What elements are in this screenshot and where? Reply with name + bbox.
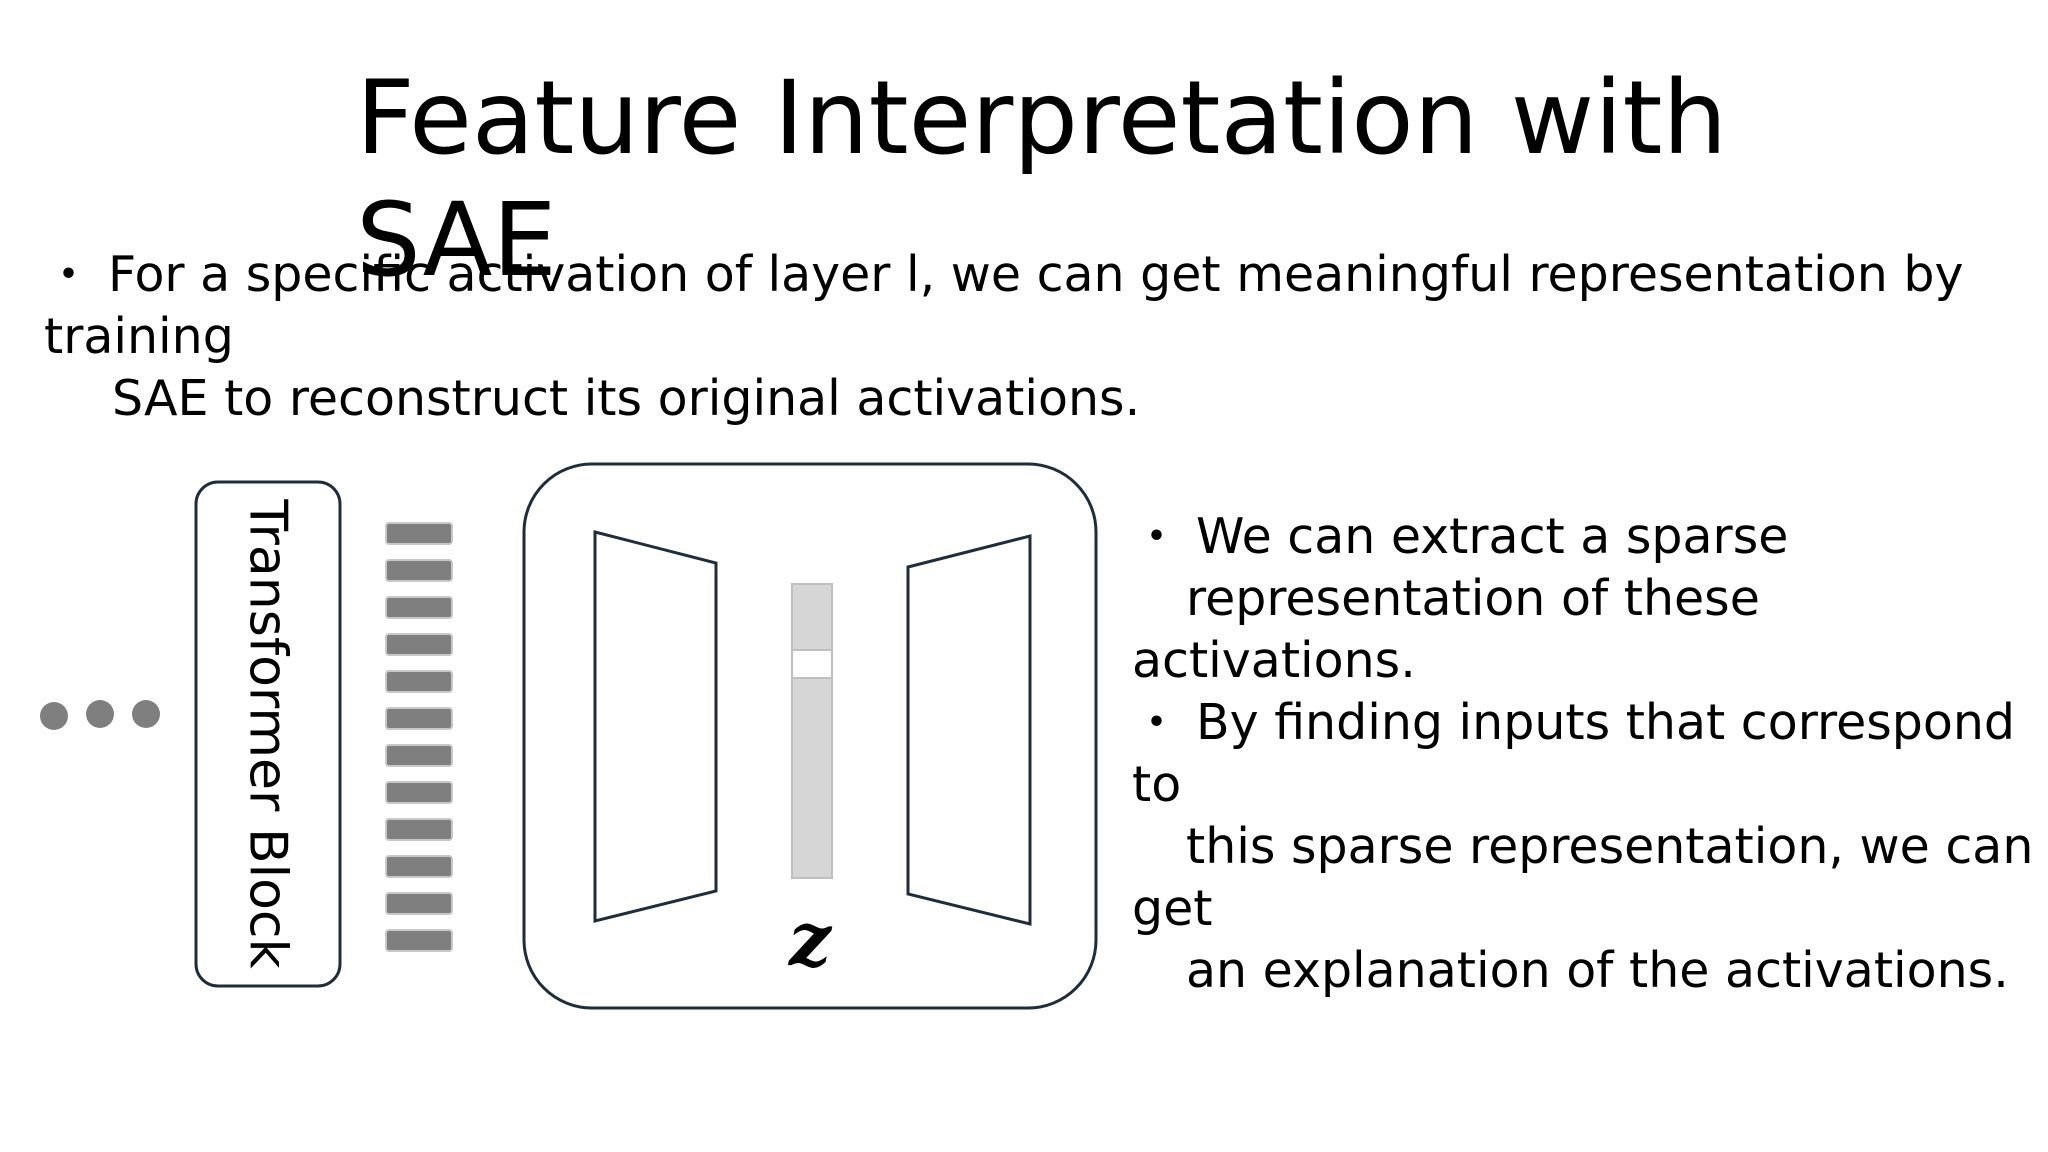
slide-title-line-1: Feature Interpretation with <box>356 59 1728 178</box>
activation-unit <box>385 892 453 915</box>
intro-line-1: ・For a specific activation of layer l, w… <box>44 244 1964 306</box>
latent-z-label: z <box>788 897 832 983</box>
bullet-marker: ・ <box>1132 508 1182 565</box>
ellipsis-dot <box>86 700 114 728</box>
activation-unit <box>385 781 453 804</box>
bullet-1-text-1: We can extract a sparse <box>1196 508 1789 565</box>
bullet-2-line-4: get <box>1132 880 1213 937</box>
intro-paragraph: ・For a specific activation of layer l, w… <box>44 244 1964 430</box>
transformer-block-text: Transformer Block <box>238 499 299 969</box>
slide-title: Feature Interpretation with SAE <box>356 58 1756 302</box>
activation-unit <box>385 633 453 656</box>
ellipsis-dots <box>40 700 160 730</box>
activation-unit <box>385 855 453 878</box>
bullet-1-line-3: activations. <box>1132 632 1416 689</box>
activation-unit <box>385 929 453 952</box>
sae-container <box>522 462 1098 1010</box>
latent-vector <box>791 583 833 879</box>
slide-title-line-2: SAE <box>356 181 557 300</box>
activation-unit <box>385 744 453 767</box>
latent-active-unit <box>791 649 833 679</box>
bullet-1-line-1: ・We can extract a sparse <box>1132 506 2033 568</box>
bullet-2-line-2: to <box>1132 756 1182 813</box>
ellipsis-dot <box>132 700 160 728</box>
intro-text-1: For a specific activation of layer l, we… <box>108 246 1964 303</box>
intro-line-3: SAE to reconstruct its original activati… <box>112 370 1141 427</box>
bullet-2-line-5: an explanation of the activations. <box>1186 942 2009 999</box>
bullet-2-line-3: this sparse representation, we can <box>1186 818 2034 875</box>
ellipsis-dot <box>40 702 68 730</box>
bullet-2-text-1: By finding inputs that correspond <box>1196 694 2015 751</box>
transformer-block <box>194 480 342 988</box>
bullet-1-line-2: representation of these <box>1186 570 1760 627</box>
bullet-2-line-1: ・By finding inputs that correspond <box>1132 692 2033 754</box>
activation-vector <box>385 522 453 952</box>
explanation-bullets: ・We can extract a sparse representation … <box>1132 506 2033 1002</box>
bullet-marker: ・ <box>44 246 94 303</box>
activation-unit <box>385 522 453 545</box>
transformer-block-label: Transformer Block <box>196 482 340 986</box>
intro-line-2: training <box>44 308 234 365</box>
activation-unit <box>385 559 453 582</box>
activation-unit <box>385 818 453 841</box>
encoder-trapezoid <box>593 530 718 923</box>
activation-unit <box>385 670 453 693</box>
activation-unit <box>385 707 453 730</box>
activation-unit <box>385 596 453 619</box>
bullet-marker: ・ <box>1132 694 1182 751</box>
decoder-trapezoid <box>906 534 1032 926</box>
